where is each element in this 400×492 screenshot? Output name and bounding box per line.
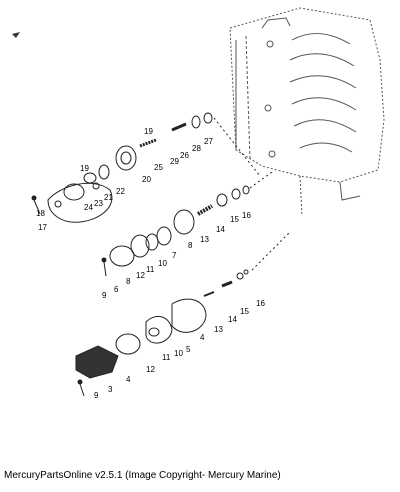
callout-label: 13 — [200, 235, 209, 244]
callout-label: 19 — [144, 127, 153, 136]
callout-label: 27 — [204, 137, 213, 146]
callout-label: 18 — [36, 209, 45, 218]
callout-label: 4 — [126, 375, 131, 384]
callout-label: 15 — [240, 307, 249, 316]
callout-label: 16 — [242, 211, 251, 220]
callout-label: 13 — [214, 325, 223, 334]
assembly-group-1 — [31, 112, 261, 223]
callout-label: 12 — [146, 365, 155, 374]
callout-label: 14 — [216, 225, 225, 234]
callout-label: 5 — [186, 345, 191, 354]
callout-label: 16 — [256, 299, 265, 308]
callout-label: 26 — [180, 151, 189, 160]
callout-label: 11 — [146, 265, 155, 274]
callouts-group-1: 17 18 19 24 23 21 22 20 19 25 29 26 28 2… — [36, 127, 213, 232]
callout-label: 8 — [188, 241, 193, 250]
pointer-icon — [12, 32, 20, 38]
callout-label: 3 — [108, 385, 113, 394]
callout-label: 9 — [94, 391, 99, 400]
callout-label: 12 — [136, 271, 145, 280]
callout-label: 6 — [114, 285, 119, 294]
callout-label: 17 — [38, 223, 47, 232]
assembly-group-3 — [75, 231, 291, 397]
callouts-group-3: 16 15 14 13 4 5 10 11 12 4 3 9 — [94, 299, 265, 400]
exploded-parts-diagram: 17 18 19 24 23 21 22 20 19 25 29 26 28 2… — [12, 7, 385, 400]
callout-label: 9 — [102, 291, 107, 300]
callout-label: 11 — [162, 353, 171, 362]
callout-label: 22 — [116, 187, 125, 196]
callout-label: 7 — [172, 251, 177, 260]
callout-label: 24 — [84, 203, 93, 212]
callout-label: 23 — [94, 199, 103, 208]
callout-label: 4 — [200, 333, 205, 342]
callout-label: 19 — [80, 164, 89, 173]
callout-label: 14 — [228, 315, 237, 324]
callout-label: 15 — [230, 215, 239, 224]
callout-label: 10 — [174, 349, 183, 358]
callout-label: 29 — [170, 157, 179, 166]
callout-label: 28 — [192, 144, 201, 153]
callout-label: 20 — [142, 175, 151, 184]
callout-label: 21 — [104, 193, 113, 202]
callouts-group-2: 16 15 14 13 8 7 10 11 12 8 6 9 — [102, 211, 251, 300]
engine-block — [229, 7, 385, 217]
callout-label: 10 — [158, 259, 167, 268]
callout-label: 25 — [154, 163, 163, 172]
callout-label: 8 — [126, 277, 131, 286]
assembly-group-2 — [101, 171, 273, 277]
image-caption: MercuryPartsOnline v2.5.1 (Image Copyrig… — [4, 470, 281, 481]
